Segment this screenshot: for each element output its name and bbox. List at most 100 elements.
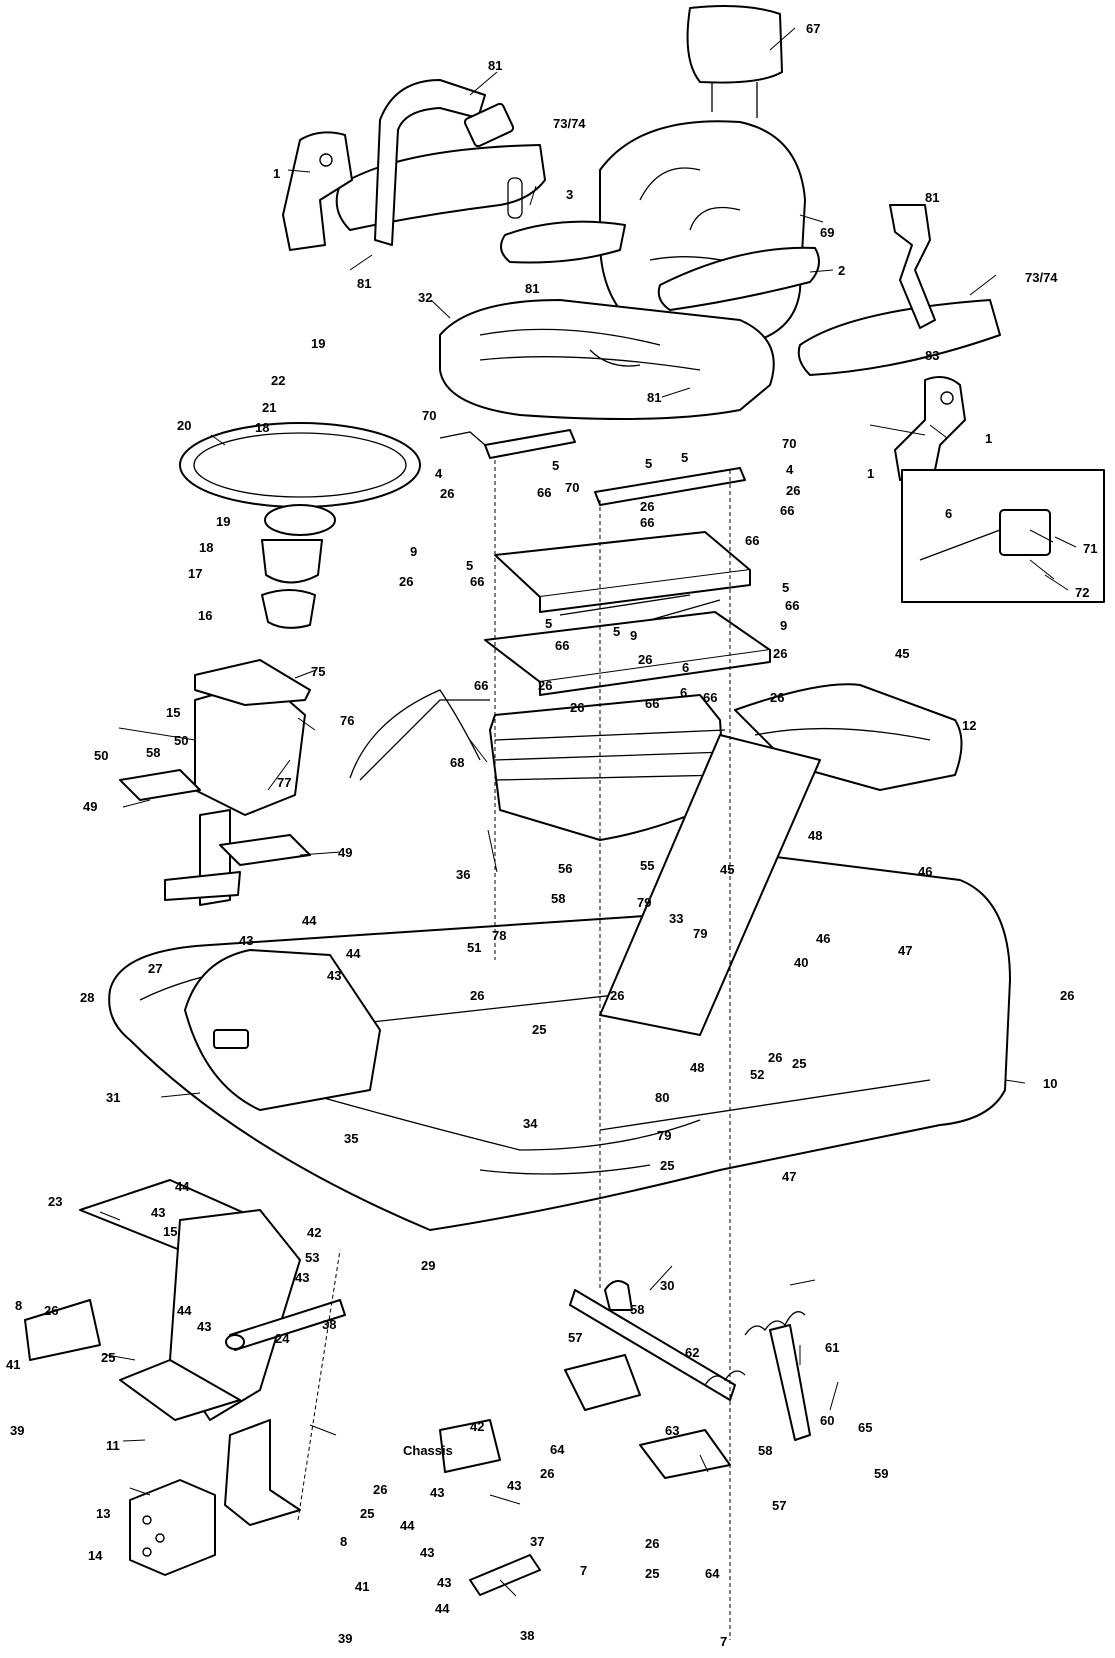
callout-51: 51 bbox=[467, 940, 481, 955]
callout-55: 55 bbox=[640, 858, 654, 873]
side-cover-right bbox=[894, 375, 966, 481]
callout-25: 25 bbox=[101, 1350, 115, 1365]
callout-13: 13 bbox=[96, 1506, 110, 1521]
callout-31: 31 bbox=[106, 1090, 120, 1105]
callout-10: 10 bbox=[1043, 1076, 1057, 1091]
callout-66: 66 bbox=[645, 696, 659, 711]
callout-49: 49 bbox=[338, 845, 352, 860]
control-lever bbox=[769, 1324, 811, 1441]
suspension-base bbox=[484, 611, 771, 696]
callout-38: 38 bbox=[322, 1317, 336, 1332]
callout-1: 1 bbox=[273, 166, 280, 181]
callout-70: 70 bbox=[422, 408, 436, 423]
seat-rail-left bbox=[439, 429, 576, 459]
callout-19: 19 bbox=[311, 336, 325, 351]
callout-45: 45 bbox=[720, 862, 734, 877]
callout-66: 66 bbox=[703, 690, 717, 705]
callout-24: 24 bbox=[275, 1331, 290, 1346]
pedal-arm bbox=[119, 1359, 241, 1421]
callout-65: 65 bbox=[858, 1420, 872, 1435]
callout-44: 44 bbox=[400, 1518, 415, 1533]
side-cover-left bbox=[282, 131, 353, 251]
callout-26: 26 bbox=[645, 1536, 659, 1551]
callout-73-74: 73/74 bbox=[1025, 270, 1058, 285]
headrest bbox=[686, 5, 783, 118]
callout-36: 36 bbox=[456, 867, 470, 882]
callout-75: 75 bbox=[311, 664, 325, 679]
callout-17: 17 bbox=[188, 566, 202, 581]
callout-16: 16 bbox=[198, 608, 212, 623]
cross-shaft bbox=[225, 1299, 346, 1351]
callout-59: 59 bbox=[874, 1466, 888, 1481]
callout-26: 26 bbox=[538, 678, 552, 693]
callout-5: 5 bbox=[613, 624, 620, 639]
callout-58: 58 bbox=[758, 1443, 772, 1458]
column-boot bbox=[261, 589, 316, 629]
callout-9: 9 bbox=[630, 628, 637, 643]
callout-26: 26 bbox=[768, 1050, 782, 1065]
callout-43: 43 bbox=[239, 933, 253, 948]
callout-69: 69 bbox=[820, 225, 834, 240]
callout-27: 27 bbox=[148, 961, 162, 976]
callout-46: 46 bbox=[816, 931, 830, 946]
callout-48: 48 bbox=[690, 1060, 704, 1075]
seat-frame-rail bbox=[349, 689, 490, 781]
callout-47: 47 bbox=[898, 943, 912, 958]
callout-21: 21 bbox=[262, 400, 276, 415]
console-tower bbox=[184, 949, 381, 1111]
callout-6: 6 bbox=[945, 506, 952, 521]
lever-mount-left bbox=[564, 1354, 641, 1411]
callout-15: 15 bbox=[163, 1224, 177, 1239]
callout-26: 26 bbox=[570, 700, 584, 715]
callout-67: 67 bbox=[806, 21, 820, 36]
callout-81: 81 bbox=[525, 281, 539, 296]
callout-9: 9 bbox=[410, 544, 417, 559]
seat-belt-right bbox=[889, 204, 936, 329]
callout-26: 26 bbox=[610, 988, 624, 1003]
callout-25: 25 bbox=[532, 1022, 546, 1037]
callout-7: 7 bbox=[720, 1634, 727, 1649]
callout-60: 60 bbox=[820, 1413, 834, 1428]
callout-79: 79 bbox=[637, 895, 651, 910]
callout-39: 39 bbox=[10, 1423, 24, 1438]
callout-chassis: Chassis bbox=[403, 1443, 453, 1458]
callout-26: 26 bbox=[373, 1482, 387, 1497]
callout-29: 29 bbox=[421, 1258, 435, 1273]
callout-81: 81 bbox=[647, 390, 661, 405]
callout-11: 11 bbox=[106, 1438, 120, 1453]
callout-83: 83 bbox=[925, 348, 939, 363]
assembly-guide-lines bbox=[297, 460, 731, 1640]
callout-58: 58 bbox=[551, 891, 565, 906]
callout-40: 40 bbox=[794, 955, 808, 970]
callout-26: 26 bbox=[786, 483, 800, 498]
callout-41: 41 bbox=[355, 1579, 369, 1594]
callout-80: 80 bbox=[655, 1090, 669, 1105]
fender-arm bbox=[599, 734, 821, 1036]
callout-46: 46 bbox=[918, 864, 932, 879]
callout-77: 77 bbox=[277, 775, 291, 790]
callout-44: 44 bbox=[302, 913, 317, 928]
connector-inset-box bbox=[901, 469, 1105, 603]
callout-26: 26 bbox=[640, 499, 654, 514]
callout-81: 81 bbox=[357, 276, 371, 291]
callout-68: 68 bbox=[450, 755, 464, 770]
callout-15: 15 bbox=[166, 705, 180, 720]
callout-26: 26 bbox=[440, 486, 454, 501]
callout-43: 43 bbox=[327, 968, 341, 983]
callout-79: 79 bbox=[657, 1128, 671, 1143]
column-bracket-left bbox=[119, 769, 201, 801]
callout-28: 28 bbox=[80, 990, 94, 1005]
callout-25: 25 bbox=[660, 1158, 674, 1173]
angle-bracket-bottom bbox=[224, 1419, 301, 1526]
armrest-right bbox=[657, 246, 820, 311]
callout-66: 66 bbox=[785, 598, 799, 613]
callout-4: 4 bbox=[435, 466, 443, 481]
callout-52: 52 bbox=[750, 1067, 764, 1082]
callout-26: 26 bbox=[773, 646, 787, 661]
callout-6: 6 bbox=[682, 660, 689, 675]
callout-26: 26 bbox=[399, 574, 413, 589]
callout-4: 4 bbox=[786, 462, 794, 477]
callout-33: 33 bbox=[669, 911, 683, 926]
callout-41: 41 bbox=[6, 1357, 20, 1372]
